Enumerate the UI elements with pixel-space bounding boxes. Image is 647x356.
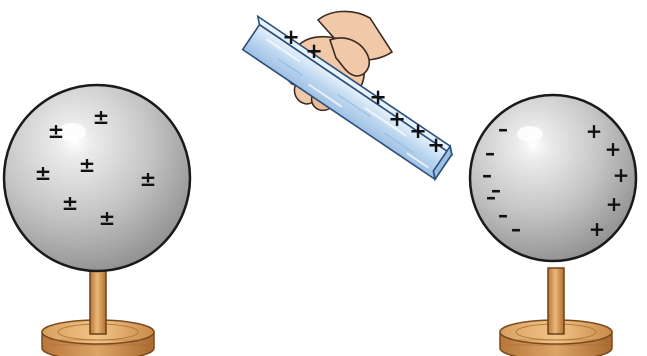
positive-charge: +	[388, 107, 406, 131]
charge-pair: ±	[35, 161, 52, 185]
right-sphere-highlight	[517, 126, 543, 142]
positive-charge: +	[409, 119, 427, 143]
svg-text:±: ±	[35, 161, 52, 185]
svg-text:±: ±	[62, 191, 79, 215]
positive-charge: +	[589, 217, 606, 241]
negative-charge: –	[511, 217, 521, 241]
negative-charge: –	[498, 117, 508, 141]
positive-charge: +	[369, 85, 387, 109]
charge-pair: ±	[79, 153, 96, 177]
charged-glass-rod-with-hand: + + + + + + + + +	[238, 11, 455, 179]
negative-charge: –	[498, 203, 508, 227]
charge-pair: ±	[93, 105, 110, 129]
left-stand: ± ± ± ± ± ± ±	[4, 85, 190, 356]
svg-text:±: ±	[79, 153, 96, 177]
negative-charge: –	[485, 141, 495, 165]
positive-charge: +	[427, 133, 445, 157]
charge-pair: ±	[99, 206, 116, 230]
right-stand: – – – – – – – + + + + + + +	[470, 95, 636, 356]
right-support-post	[548, 268, 564, 334]
negative-charge: –	[491, 178, 501, 202]
svg-text:±: ±	[48, 119, 65, 143]
charge-pair: ±	[62, 191, 79, 215]
charge-pair: ±	[140, 167, 157, 191]
positive-charge: +	[282, 25, 300, 49]
charge-pair: ±	[48, 119, 65, 143]
left-support-post	[90, 268, 106, 334]
svg-text:±: ±	[99, 206, 116, 230]
svg-text:±: ±	[140, 167, 157, 191]
svg-text:±: ±	[93, 105, 110, 129]
